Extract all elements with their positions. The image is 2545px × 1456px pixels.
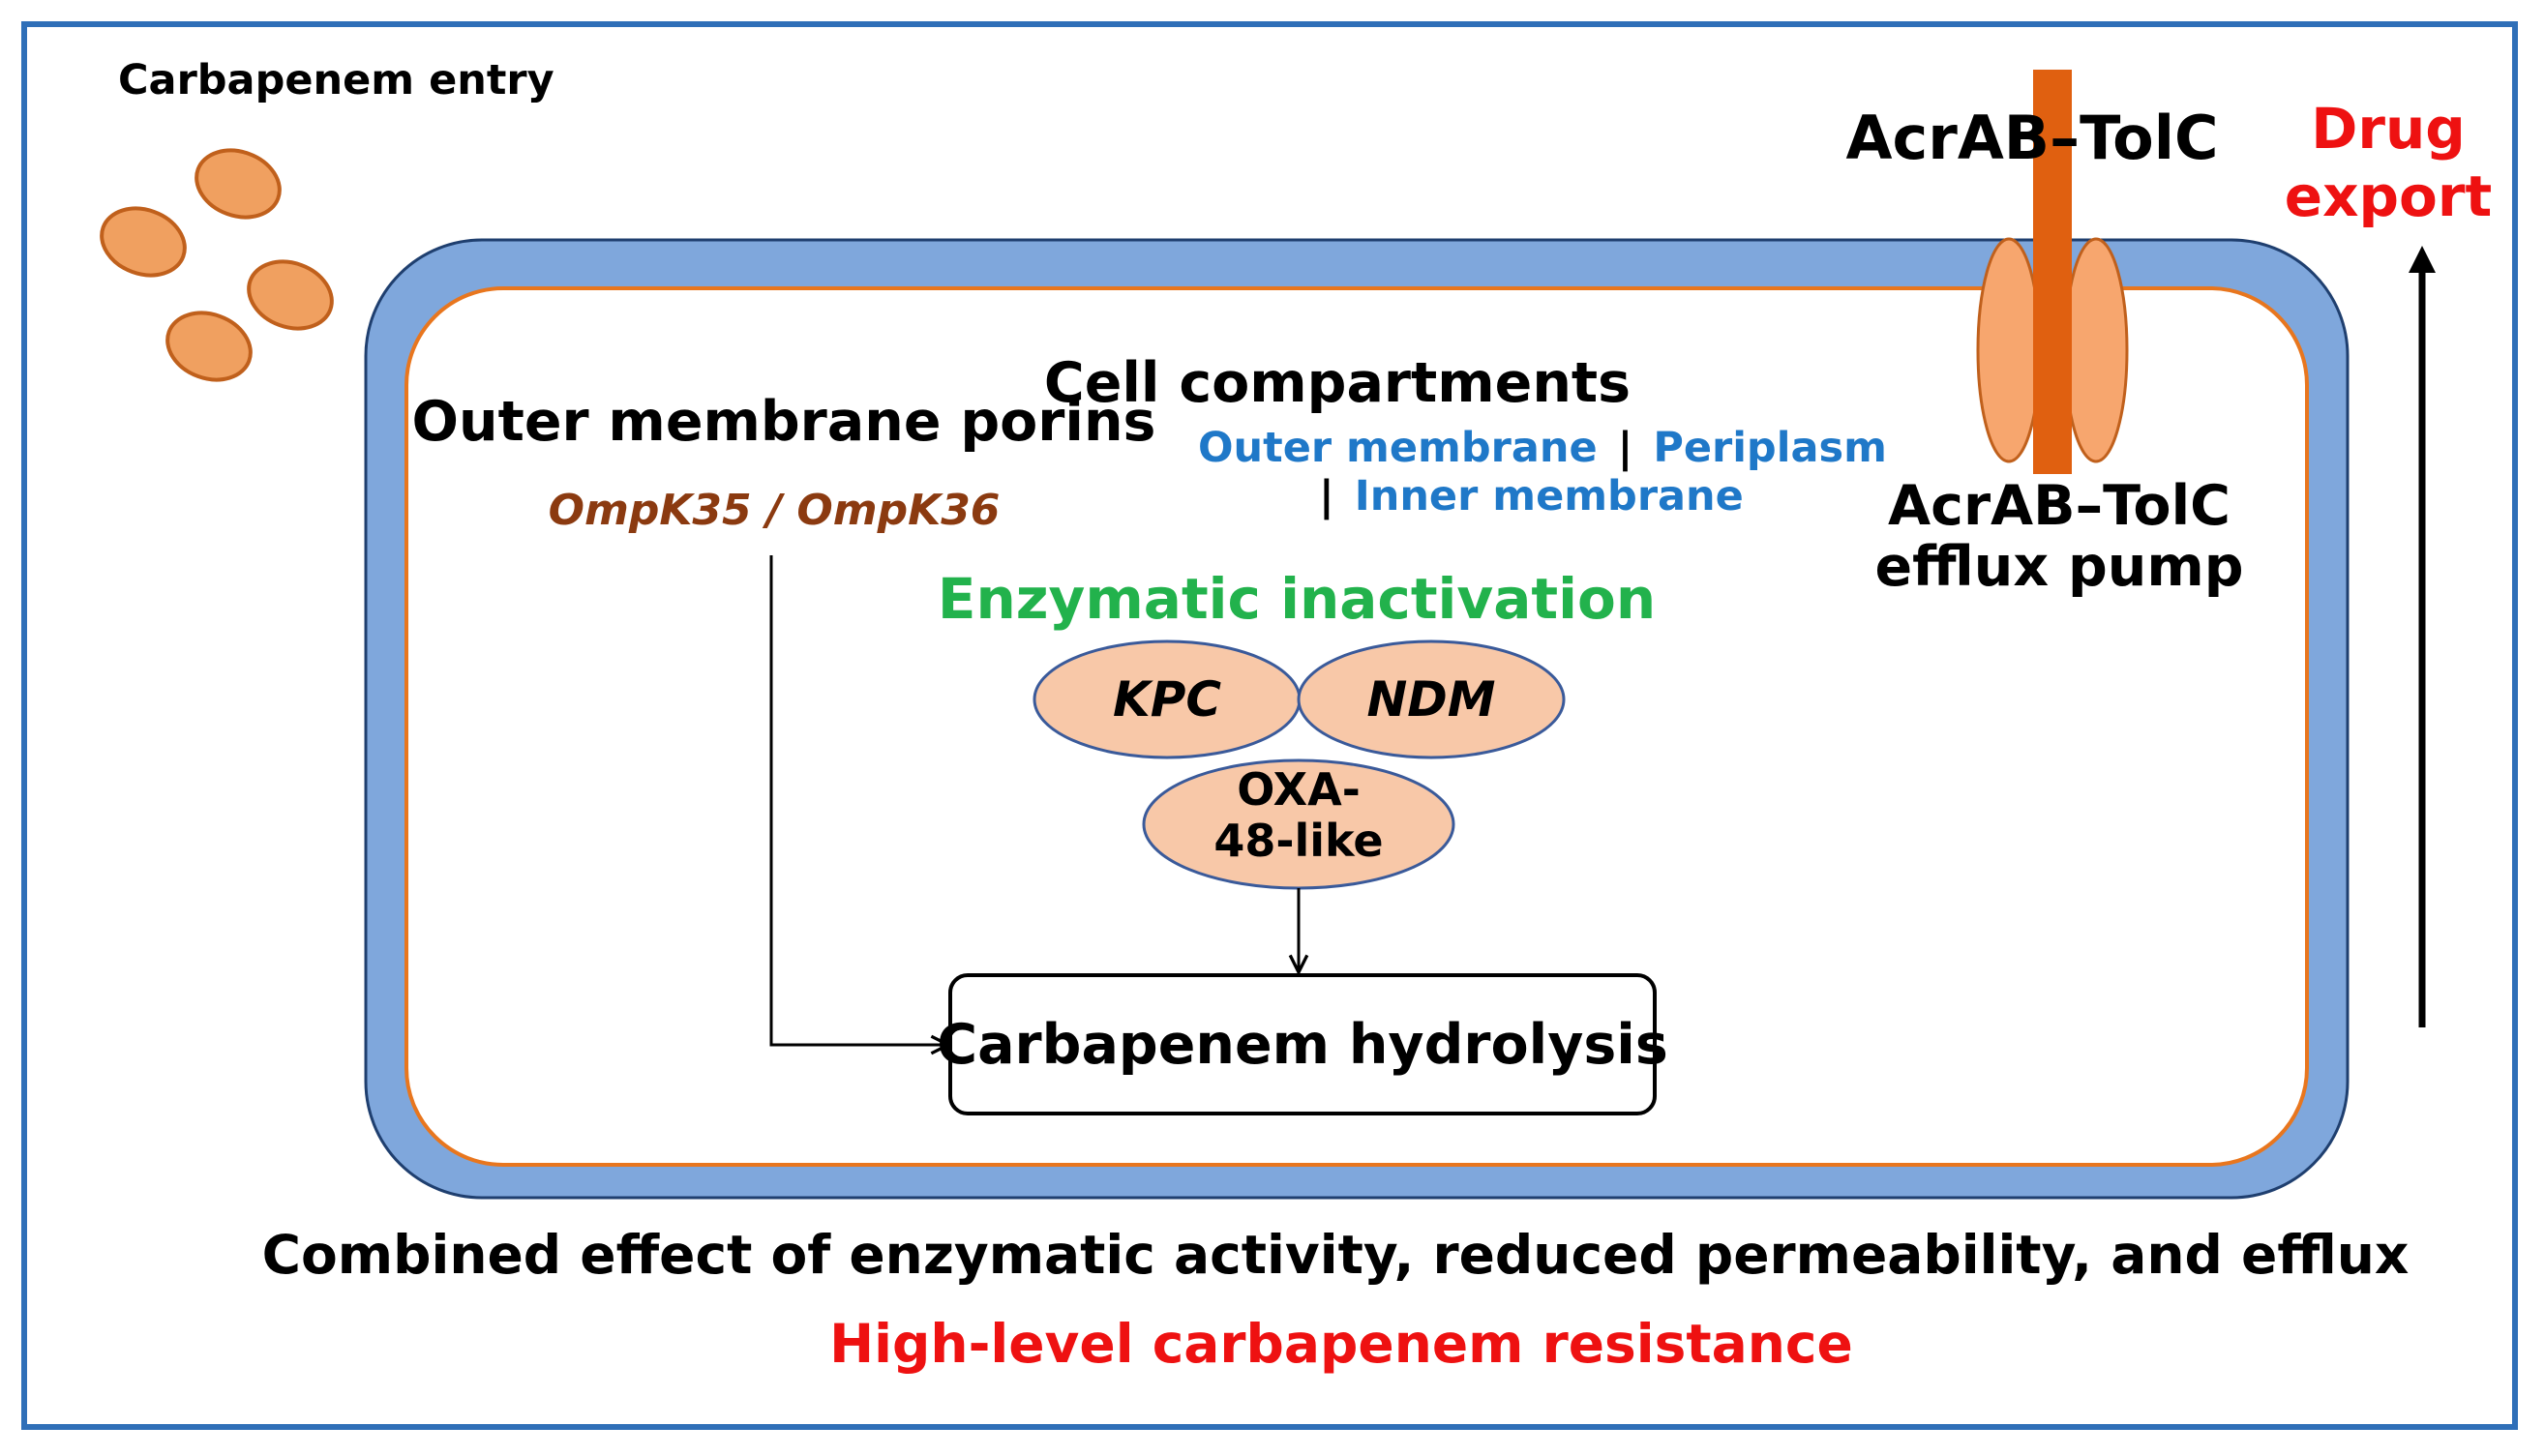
pump-label-line2: efflux pump (1874, 535, 2244, 599)
carbapenem-entry-label: Carbapenem entry (118, 56, 554, 104)
enzyme-oxa48-line1: OXA- (1237, 763, 1361, 816)
pump-label-line1: AcrAB–TolC (1888, 474, 2231, 538)
hydrolysis-box (948, 973, 1657, 1115)
efflux-pump (1976, 70, 2129, 474)
export-label-line1: Drug (2311, 96, 2466, 162)
porin-genes: OmpK35 / OmpK36 (548, 486, 1001, 535)
carbapenem-particle (165, 311, 253, 382)
compartments-row-2: | Inner membrane (1319, 476, 1744, 518)
carbapenem-particle (195, 148, 282, 220)
enzymatic-title: Enzymatic inactivation (937, 566, 1657, 632)
carbapenem-particle (247, 259, 334, 331)
compartment-periplasm: Periplasm (1653, 424, 1887, 472)
compartment-outer-membrane: Outer membrane (1198, 424, 1598, 472)
porins-title: Outer membrane porins (411, 390, 1156, 454)
enzyme-oxa48-line2: 48-like (1213, 815, 1384, 867)
enzyme-ndm (1297, 639, 1566, 759)
compartments-title: Cell compartments (1043, 351, 1632, 415)
compartment-separator: | (1617, 424, 1633, 472)
carbapenem-particles (100, 148, 334, 382)
combined-effect-label: Combined effect of enzymatic activity, r… (261, 1224, 2410, 1286)
figure-border (21, 21, 2518, 1430)
pump-subunit-right (2063, 237, 2129, 463)
porin-arrow (769, 555, 948, 1045)
pump-top-label: AcrAB–TolC (1845, 103, 2219, 173)
hydrolysis-label: Carbapenem hydrolysis (937, 1013, 1668, 1077)
pump-subunit-left (1976, 237, 2042, 463)
enzyme-kpc-label: KPC (1112, 671, 1222, 728)
carbapenem-particle (100, 206, 187, 278)
compartment-inner-membrane: Inner membrane (1354, 472, 1744, 520)
compartment-separator: | (1319, 472, 1334, 520)
export-label-line2: export (2284, 163, 2493, 229)
resistance-label: High-level carbapenem resistance (829, 1313, 1853, 1375)
enzyme-ndm-label: NDM (1366, 671, 1496, 728)
compartments-row-1: Outer membrane | Periplasm (1198, 428, 1887, 469)
pump-channel (2033, 70, 2072, 474)
